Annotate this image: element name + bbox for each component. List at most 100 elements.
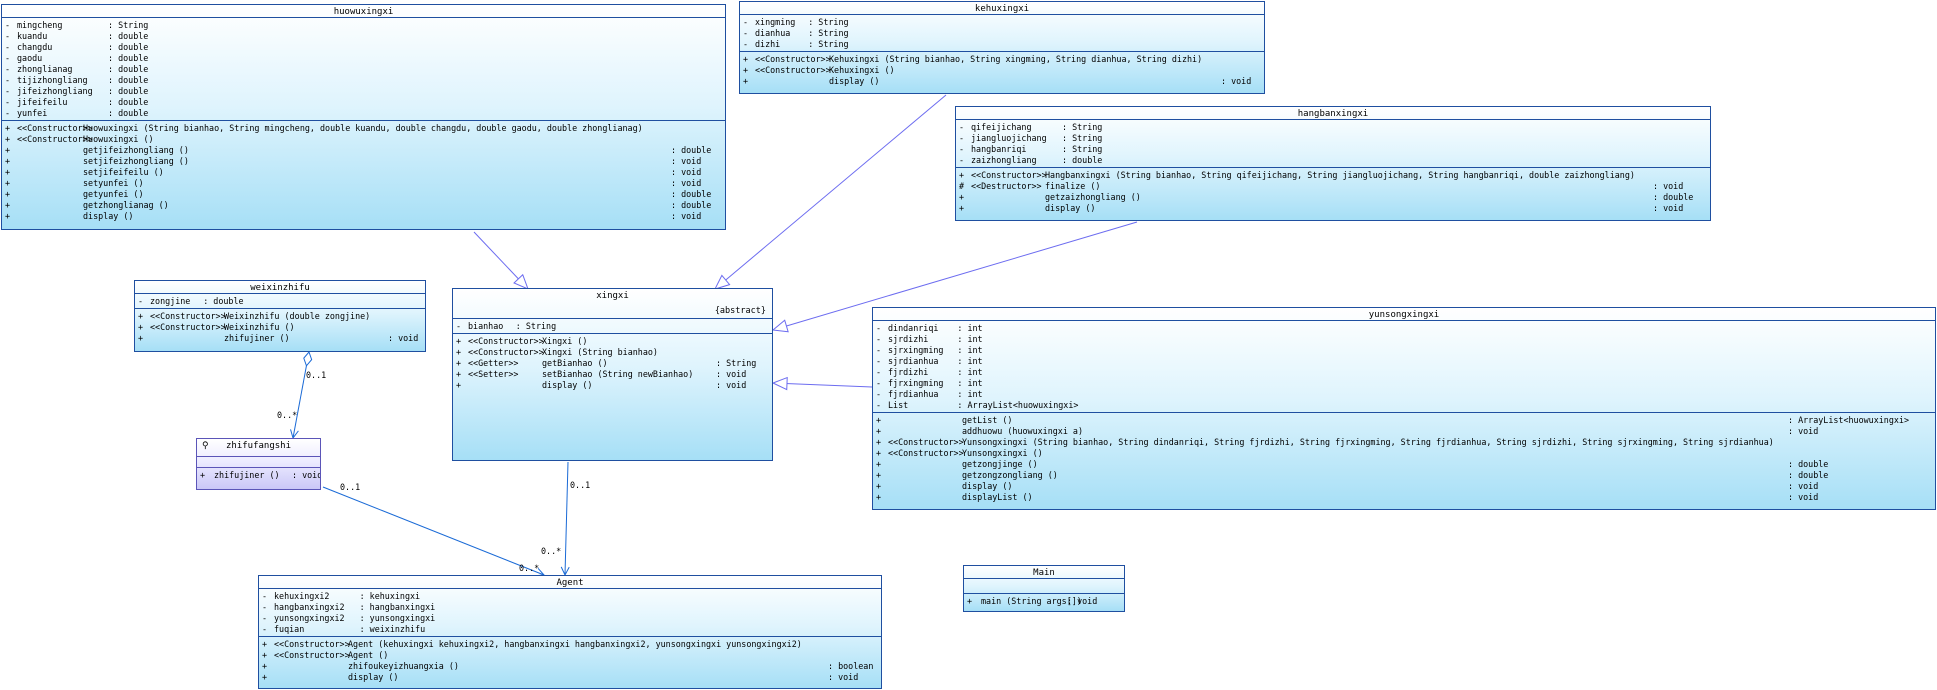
attribute-row: -gaodu: double	[5, 53, 722, 64]
operation-visibility: +	[5, 200, 11, 210]
operation-row[interactable]: +<<Constructor>>Agent ()	[262, 650, 878, 661]
operation-return-type: : double	[671, 189, 712, 199]
attribute-visibility: -	[262, 624, 268, 634]
operation-return-type: : void	[828, 672, 859, 682]
operation-row[interactable]: +<<Setter>>setBianhao (String newBianhao…	[456, 369, 769, 380]
operation-signature: Kehuxingxi ()	[829, 65, 895, 75]
operation-row[interactable]: +getzhonglianag (): double	[5, 200, 722, 211]
operation-row[interactable]: +<<Constructor>>Huowuxingxi (String bian…	[5, 123, 722, 134]
generalization-kehuxingxi-xingxi	[715, 94, 947, 289]
operation-row[interactable]: +main (String args[]): void	[967, 596, 1121, 607]
operation-row[interactable]: +getList (): ArrayList<huowuxingxi>	[876, 415, 1932, 426]
operation-visibility: +	[5, 156, 11, 166]
operation-signature: setjifeifeilu ()	[83, 167, 164, 177]
class-xingxi[interactable]: xingxi{abstract}-bianhao: String+<<Const…	[452, 288, 773, 461]
multiplicity-agent-from-xingxi: 0..*	[541, 546, 562, 556]
operation-signature: display ()	[542, 380, 593, 390]
operation-row[interactable]: +getzaizhongliang (): double	[959, 192, 1707, 203]
operation-row[interactable]: +<<Constructor>>Xingxi (String bianhao)	[456, 347, 769, 358]
interface-zhifufangshi[interactable]: ⚲ zhifufangshi +zhifujiner (): void	[196, 438, 321, 490]
operation-row[interactable]: +display (): void	[456, 380, 769, 391]
operation-visibility: +	[138, 311, 144, 321]
attribute-type: : double	[108, 75, 149, 85]
operation-row[interactable]: +getzongzongliang (): double	[876, 470, 1932, 481]
operation-row[interactable]: +setyunfei (): void	[5, 178, 722, 189]
attribute-visibility: -	[5, 64, 11, 74]
operation-signature: Weixinzhifu ()	[224, 322, 295, 332]
operation-row[interactable]: +setjifeifeilu (): void	[5, 167, 722, 178]
operation-signature: getList ()	[962, 415, 1013, 425]
operation-row[interactable]: +<<Constructor>>Weixinzhifu (double zong…	[138, 311, 422, 322]
attribute-type: : String	[1062, 122, 1103, 132]
class-agent[interactable]: Agent-kehuxingxi2: kehuxingxi-hangbanxin…	[258, 575, 882, 689]
operation-row[interactable]: +<<Constructor>>Huowuxingxi ()	[5, 134, 722, 145]
operation-row[interactable]: +<<Constructor>>Kehuxingxi ()	[743, 65, 1261, 76]
operation-visibility: +	[876, 448, 882, 458]
attribute-visibility: -	[138, 296, 144, 306]
operation-row[interactable]: +getyunfei (): double	[5, 189, 722, 200]
operation-row[interactable]: +addhuowu (huowuxingxi a): void	[876, 426, 1932, 437]
operation-visibility: #	[959, 181, 965, 191]
class-main[interactable]: Main +main (String args[]): void	[963, 565, 1125, 612]
operation-row[interactable]: +display (): void	[262, 672, 878, 683]
operation-row[interactable]: #<<Destructor>>finalize (): void	[959, 181, 1707, 192]
operation-return-type: : void	[1788, 481, 1819, 491]
attribute-row: -fjrdizhi: int	[876, 367, 1932, 378]
attribute-name: fjrxingming	[888, 378, 944, 388]
multiplicity-zhifufangshi-end: 0..*	[277, 410, 298, 420]
class-huowuxingxi[interactable]: huowuxingxi-mingcheng: String-kuandu: do…	[1, 4, 726, 230]
operation-stereotype: <<Constructor>>	[17, 123, 93, 133]
attribute-row: -kuandu: double	[5, 31, 722, 42]
association-xingxi-agent	[565, 461, 568, 575]
operation-row[interactable]: +zhifujiner (): void	[200, 470, 320, 481]
attribute-row: -jiangluojichang: String	[959, 133, 1707, 144]
attributes-section: -bianhao: String	[453, 319, 772, 333]
operation-signature: getzaizhongliang ()	[1045, 192, 1141, 202]
operation-row[interactable]: +display (): void	[959, 203, 1707, 214]
interface-key-icon: ⚲	[202, 441, 209, 451]
attribute-type: : hangbanxingxi	[359, 602, 436, 612]
class-yunsongxingxi[interactable]: yunsongxingxi-dindanriqi: int-sjrdizhi: …	[872, 307, 1936, 510]
operation-row[interactable]: +display (): void	[876, 481, 1932, 492]
operations-section: +<<Constructor>>Kehuxingxi (String bianh…	[740, 51, 1264, 88]
operations-section: +main (String args[]): void	[964, 593, 1124, 608]
attribute-visibility: -	[743, 39, 749, 49]
operation-row[interactable]: +getzongjinge (): double	[876, 459, 1932, 470]
operation-stereotype: <<Getter>>	[468, 358, 519, 368]
operation-row[interactable]: +setjifeizhongliang (): void	[5, 156, 722, 167]
operation-row[interactable]: +<<Constructor>>Yunsongxingxi (String bi…	[876, 437, 1932, 448]
attribute-name: dizhi	[755, 39, 781, 49]
attribute-visibility: -	[262, 602, 268, 612]
operation-row[interactable]: +<<Constructor>>Kehuxingxi (String bianh…	[743, 54, 1261, 65]
operation-row[interactable]: +zhifoukeyizhuangxia (): boolean	[262, 661, 878, 672]
operation-row[interactable]: +<<Getter>>getBianhao (): String	[456, 358, 769, 369]
operation-row[interactable]: +<<Constructor>>Agent (kehuxingxi kehuxi…	[262, 639, 878, 650]
attribute-row: -zhonglianag: double	[5, 64, 722, 75]
operation-visibility: +	[967, 596, 973, 606]
operation-row[interactable]: +<<Constructor>>Yunsongxingxi ()	[876, 448, 1932, 459]
operation-row[interactable]: +zhifujiner (): void	[138, 333, 422, 344]
operation-return-type: : void	[716, 369, 747, 379]
operation-row[interactable]: +<<Constructor>>Weixinzhifu ()	[138, 322, 422, 333]
operation-row[interactable]: +display (): void	[5, 211, 722, 222]
operation-row[interactable]: +display (): void	[743, 76, 1261, 87]
attribute-row: -fjrxingming: int	[876, 378, 1932, 389]
operation-stereotype: <<Constructor>>	[971, 170, 1047, 180]
operation-row[interactable]: +getjifeizhongliang (): double	[5, 145, 722, 156]
class-weixinzhifu[interactable]: weixinzhifu-zongjine: double+<<Construct…	[134, 280, 426, 352]
operation-signature: setyunfei ()	[83, 178, 144, 188]
attribute-name: qifeijichang	[971, 122, 1032, 132]
class-name: zhifufangshi	[225, 441, 292, 451]
operation-row[interactable]: +<<Constructor>>Xingxi ()	[456, 336, 769, 347]
operation-row[interactable]: +<<Constructor>>Hangbanxingxi (String bi…	[959, 170, 1707, 181]
attribute-type: : ArrayList<huowuxingxi>	[957, 400, 1079, 410]
class-hangbanxingxi[interactable]: hangbanxingxi-qifeijichang: String-jiang…	[955, 106, 1711, 221]
class-kehuxingxi[interactable]: kehuxingxi-xingming: String-dianhua: Str…	[739, 1, 1265, 94]
operation-visibility: +	[959, 170, 965, 180]
class-name: Main	[1033, 568, 1055, 578]
operation-stereotype: <<Constructor>>	[150, 311, 226, 321]
attribute-visibility: -	[5, 20, 11, 30]
operation-row[interactable]: +displayList (): void	[876, 492, 1932, 503]
attribute-type: : double	[108, 31, 149, 41]
attribute-type: : String	[108, 20, 149, 30]
